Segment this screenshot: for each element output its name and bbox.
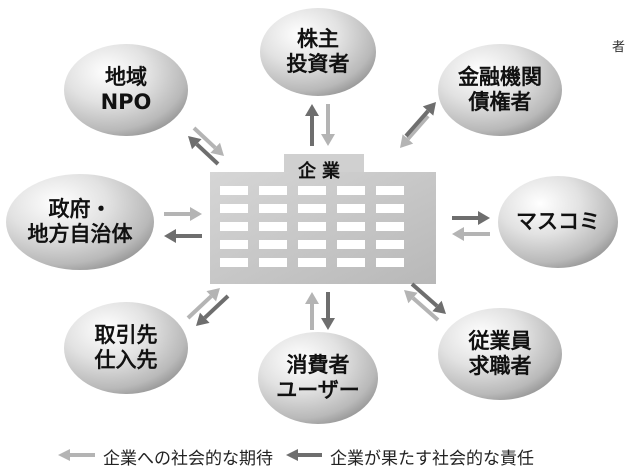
node-consumers-bubble [258, 332, 378, 424]
building-window [220, 240, 248, 249]
node-suppliers-bubble [64, 302, 188, 394]
node-employees-line: 求職者 [468, 354, 532, 378]
node-media-line: マスコミ [516, 209, 600, 234]
legend-responsibility-text: 企業が果たす社会的な責任 [330, 449, 534, 469]
node-community-bubble [64, 44, 188, 136]
arrow-consumers-expectation [305, 292, 319, 330]
node-consumers-label: 消費者ユーザー [276, 353, 360, 403]
arrow-financial-expectation [400, 114, 430, 148]
building-window [259, 240, 287, 249]
node-media-bubble [498, 176, 618, 268]
building-window [337, 240, 365, 249]
node-government-bubble [6, 174, 154, 270]
node-suppliers-line: 取引先 [94, 323, 158, 347]
legend-responsibility-arrow [286, 449, 322, 461]
node-government-label: 政府・地方自治体 [28, 197, 133, 247]
building-window [337, 258, 365, 267]
building-window [376, 186, 404, 195]
arrow-employees-expectation [404, 290, 440, 322]
building-window [376, 258, 404, 267]
arrow-government-responsibility [164, 229, 202, 243]
arrow-community-expectation [192, 126, 224, 156]
building-window [298, 204, 326, 213]
building-window [376, 222, 404, 231]
edge-fragment-text: 者 [612, 40, 626, 55]
arrow-suppliers-expectation [186, 288, 220, 320]
arrow-suppliers-responsibility [196, 294, 230, 326]
relationship-arrows [164, 102, 490, 330]
arrow-consumers-responsibility [321, 292, 335, 330]
node-media-label: マスコミ [516, 210, 600, 235]
building-window [376, 204, 404, 213]
node-shareholders-line: 株主 [297, 27, 339, 51]
node-employees-line: 従業員 [468, 329, 532, 353]
building-window [337, 186, 365, 195]
arrow-community-responsibility [188, 136, 220, 166]
building-window [259, 204, 287, 213]
building-window [259, 222, 287, 231]
node-government-line: 地方自治体 [27, 222, 133, 246]
node-employees-bubble [438, 308, 562, 400]
arrow-financial-responsibility [404, 102, 436, 138]
building-windows [220, 186, 404, 267]
building-window [298, 186, 326, 195]
arrow-government-expectation [164, 207, 202, 221]
arrow-shareholders-responsibility [305, 104, 319, 146]
node-community-line: NPO [100, 90, 152, 114]
node-financial-bubble [438, 44, 562, 136]
building-window [298, 240, 326, 249]
company-label: 企業 [298, 161, 346, 182]
company-building [210, 154, 436, 284]
node-financial-label: 金融機関債権者 [458, 65, 542, 115]
legend-expectation-arrow [58, 449, 95, 461]
building-window [259, 186, 287, 195]
arrow-media-expectation [452, 227, 490, 241]
node-shareholders-line: 投資者 [286, 52, 350, 76]
stakeholder-nodes [6, 8, 618, 424]
building-window [376, 240, 404, 249]
node-consumers-line: 消費者 [286, 353, 350, 377]
arrow-media-responsibility [452, 211, 490, 225]
node-financial-line: 金融機関 [458, 65, 542, 89]
node-suppliers-line: 仕入先 [94, 348, 158, 372]
arrow-employees-responsibility [410, 282, 446, 314]
building-window [337, 204, 365, 213]
building-window [298, 258, 326, 267]
node-employees-label: 従業員求職者 [469, 329, 532, 379]
node-community-line: 地域 [104, 65, 147, 89]
node-shareholders-label: 株主投資者 [287, 27, 350, 77]
node-financial-line: 債権者 [468, 90, 532, 114]
node-shareholders-bubble [260, 8, 376, 96]
building-window [220, 186, 248, 195]
building-window [220, 204, 248, 213]
building-window [298, 222, 326, 231]
building-window [220, 258, 248, 267]
node-suppliers-label: 取引先仕入先 [95, 323, 158, 373]
node-consumers-line: ユーザー [276, 378, 360, 402]
legend-expectation-text: 企業への社会的な期待 [103, 449, 273, 469]
building-window [337, 222, 365, 231]
building-window [259, 258, 287, 267]
arrow-shareholders-expectation [321, 104, 335, 146]
building-window [220, 222, 248, 231]
node-government-line: 政府・ [48, 197, 112, 221]
